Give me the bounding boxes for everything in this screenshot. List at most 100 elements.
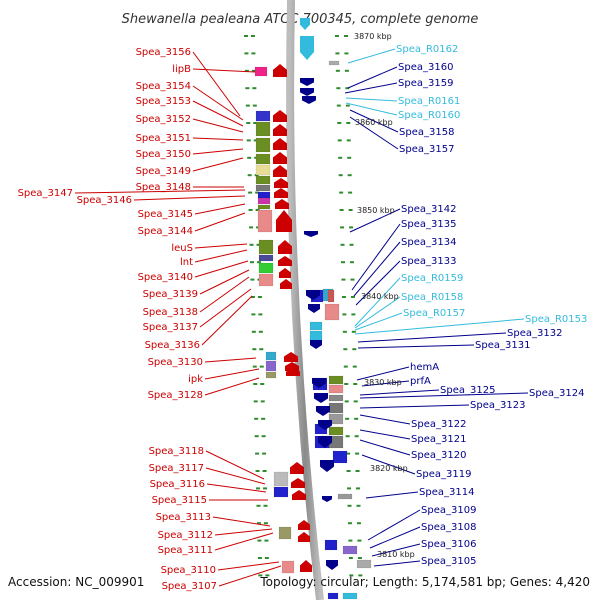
gene-feature [254,66,268,77]
gene-label-spea_3140[interactable]: Spea_3140 [138,272,193,283]
label-connector [349,109,399,133]
gene-feature [327,289,335,303]
label-connector [371,543,421,557]
gene-label-spea_3151[interactable]: Spea_3151 [136,133,191,144]
gene-label-spea_3152[interactable]: Spea_3152 [136,114,191,125]
gene-label-spea_r0158[interactable]: Spea_R0158 [401,292,463,303]
gene-label-spea_3154[interactable]: Spea_3154 [136,81,191,92]
gene-label-spea_3118[interactable]: Spea_3118 [149,446,204,457]
label-connector [192,68,256,73]
gene-arrow [302,96,316,104]
label-connector [204,377,260,396]
gene-label-spea_3107[interactable]: Spea_3107 [162,581,217,592]
gene-label-spea_r0157[interactable]: Spea_R0157 [403,308,465,319]
gene-arrow [273,138,287,150]
gene-label-spea_r0162[interactable]: Spea_R0162 [396,44,458,55]
gene-label-ipk[interactable]: ipk [188,374,203,385]
gene-label-spea_3134[interactable]: Spea_3134 [401,237,456,248]
gene-arrow [280,279,292,289]
gene-label-spea_3146[interactable]: Spea_3146 [77,195,132,206]
gene-feature [255,184,271,192]
gene-label-spea_3157[interactable]: Spea_3157 [399,144,454,155]
gene-label-spea_3105[interactable]: Spea_3105 [421,556,476,567]
rna-arrow [300,36,314,60]
gene-arrow [316,406,330,416]
gene-feature [258,239,274,255]
gene-label-spea_3132[interactable]: Spea_3132 [507,328,562,339]
label-connector [192,100,244,127]
gene-label-leus[interactable]: leuS [171,243,193,254]
gene-label-spea_3122[interactable]: Spea_3122 [411,419,466,430]
gene-feature [255,121,271,137]
gene-label-spea_3112[interactable]: Spea_3112 [158,530,213,541]
gene-label-spea_3117[interactable]: Spea_3117 [149,463,204,474]
gene-label-lnt[interactable]: lnt [180,257,193,268]
gene-label-spea_3158[interactable]: Spea_3158 [399,127,454,138]
gene-label-spea_3148[interactable]: Spea_3148 [136,182,191,193]
gene-label-spea_3124[interactable]: Spea_3124 [529,388,584,399]
gene-label-spea_3121[interactable]: Spea_3121 [411,434,466,445]
label-connector [344,82,398,94]
gene-label-spea_3130[interactable]: Spea_3130 [148,357,203,368]
gene-feature [258,273,274,287]
gene-label-spea_r0153[interactable]: Spea_R0153 [525,314,587,325]
kbp-scale: 3870 kbp 3860 kbp 3850 kbp 3840 kbp 3830… [354,32,415,559]
gene-arrow [300,78,314,86]
gene-label-spea_r0160[interactable]: Spea_R0160 [398,110,460,121]
gene-label-spea_3142[interactable]: Spea_3142 [401,204,456,215]
gene-label-spea_r0161[interactable]: Spea_R0161 [398,96,460,107]
gene-label-spea_3139[interactable]: Spea_3139 [143,289,198,300]
gene-label-spea_3133[interactable]: Spea_3133 [401,256,456,267]
label-connector [74,189,246,194]
gene-label-spea_3131[interactable]: Spea_3131 [475,340,530,351]
gene-arrow [326,560,338,570]
gene-arrow [322,496,332,502]
kbp-label-3830: 3830 kbp [364,378,402,387]
gene-label-spea_3119[interactable]: Spea_3119 [416,469,471,480]
gene-label-hema[interactable]: hemA [410,362,439,373]
gene-label-spea_3115[interactable]: Spea_3115 [152,495,207,506]
gene-label-spea_3149[interactable]: Spea_3149 [136,166,191,177]
label-connector [199,288,252,328]
gene-label-spea_3111[interactable]: Spea_3111 [158,545,213,556]
gene-label-spea_3125[interactable]: Spea_3125 [440,385,495,396]
gene-label-spea_3144[interactable]: Spea_3144 [138,226,193,237]
gene-label-spea_3145[interactable]: Spea_3145 [138,209,193,220]
label-connector [359,429,411,440]
gene-arrow [291,478,305,488]
gene-label-prfa[interactable]: prfA [410,376,431,387]
gene-label-lipb[interactable]: lipB [172,64,191,75]
gene-label-spea_3138[interactable]: Spea_3138 [143,307,198,318]
genome-summary-text: Topology: circular; Length: 5,174,581 bp… [259,575,590,589]
gene-arrow [274,178,288,188]
gene-label-spea_3153[interactable]: Spea_3153 [136,96,191,107]
gene-arrow [306,290,320,300]
gene-label-spea_3150[interactable]: Spea_3150 [136,149,191,160]
gene-label-spea_3160[interactable]: Spea_3160 [398,62,453,73]
gene-label-spea_3116[interactable]: Spea_3116 [150,479,205,490]
gene-label-spea_3120[interactable]: Spea_3120 [411,450,466,461]
kbp-label-3860: 3860 kbp [355,118,393,127]
gene-label-spea_r0159[interactable]: Spea_R0159 [401,273,463,284]
gene-label-spea_3137[interactable]: Spea_3137 [143,322,198,333]
gene-label-spea_3159[interactable]: Spea_3159 [398,78,453,89]
gene-label-spea_3135[interactable]: Spea_3135 [401,219,456,230]
gene-label-spea_3156[interactable]: Spea_3156 [136,47,191,58]
gene-arrow [278,240,292,254]
gene-label-spea_3108[interactable]: Spea_3108 [421,522,476,533]
gene-labels: Spea_3156 lipB Spea_3154Spea_3153Spea_3152… [18,44,588,592]
gene-label-spea_3106[interactable]: Spea_3106 [421,539,476,550]
gene-label-spea_3110[interactable]: Spea_3110 [161,565,216,576]
label-connector [369,526,421,549]
label-connector [359,389,440,396]
gene-label-spea_3114[interactable]: Spea_3114 [419,487,474,498]
gene-feature [309,321,323,331]
gene-label-spea_3136[interactable]: Spea_3136 [145,340,200,351]
label-connector [218,565,282,587]
gene-label-spea_3113[interactable]: Spea_3113 [156,512,211,523]
gene-label-spea_3109[interactable]: Spea_3109 [421,505,476,516]
gene-label-spea_3128[interactable]: Spea_3128 [148,390,203,401]
gene-label-spea_3123[interactable]: Spea_3123 [470,400,525,411]
gene-label-spea_3147[interactable]: Spea_3147 [18,188,73,199]
gene-arrow [273,152,287,164]
